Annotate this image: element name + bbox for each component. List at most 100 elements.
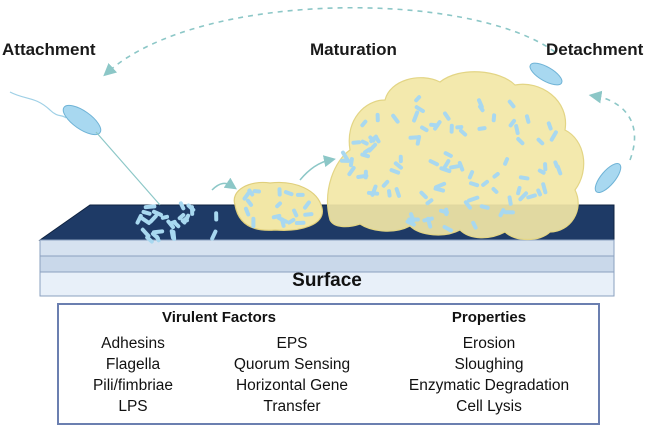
bacterium-cell — [408, 135, 421, 140]
bacterium-cell — [412, 110, 420, 123]
bacterium-cell — [420, 125, 429, 133]
bacterium-cell — [294, 220, 306, 226]
bacterium-cell — [518, 175, 530, 181]
progress-arrow-2 — [299, 155, 336, 181]
bacterium-cell — [449, 123, 454, 134]
bacterium-cell — [292, 208, 299, 218]
bacterium-cell — [444, 207, 449, 217]
bacterium-cell — [148, 214, 158, 224]
bacterium-cell — [407, 217, 420, 222]
bacterium-cell — [419, 190, 428, 200]
bacterium-cell — [251, 216, 256, 229]
bacterium-cell — [507, 99, 516, 109]
bacterium-cell — [140, 227, 151, 238]
bacterium-cell — [271, 213, 282, 220]
bacterium-cell — [369, 134, 379, 144]
bacterium-cell — [537, 168, 546, 175]
bacterium-cell — [356, 173, 369, 179]
bacterium-cell — [433, 186, 446, 193]
bacterium-cell — [457, 160, 465, 172]
bacterium-cell — [303, 212, 314, 217]
virulent-factors-list-left: Adhesins Flagella Pili/fimbriae LPS — [73, 333, 193, 417]
mature-biofilm — [326, 71, 585, 241]
bacterium-cell — [303, 200, 311, 210]
bacterium-cell — [468, 181, 480, 188]
bacterium-cell — [166, 219, 175, 230]
bacterium-cell — [243, 206, 251, 217]
bacterium-cell — [351, 140, 362, 145]
bacterium-cell — [443, 111, 451, 121]
bacterium-cell — [536, 188, 542, 197]
stage-label-detachment: Detachment — [546, 40, 644, 59]
bacterium-cell — [422, 216, 434, 223]
bacterium-cell — [151, 229, 165, 235]
bacterium-cell — [491, 187, 499, 194]
biofilm-lifecycle-diagram — [9, 6, 636, 297]
bacterium-cell — [180, 218, 189, 223]
bacterium-cell — [476, 98, 484, 109]
bacterium-cell — [287, 217, 296, 225]
bacterium-cell — [275, 201, 283, 209]
detach-arrow — [588, 90, 636, 161]
bacterium-cell — [178, 201, 186, 211]
bacterium-cell — [414, 95, 422, 103]
bacterium-cell — [389, 168, 401, 175]
bacterium-cell — [458, 128, 468, 137]
bacterium-cell — [516, 137, 525, 146]
bacterium-cell — [467, 170, 475, 180]
bacterium-cell — [245, 198, 254, 207]
properties-list: Erosion Sloughing Enzymatic Degradation … — [389, 333, 589, 417]
bacterium-cell — [252, 189, 261, 194]
bacterium-cell — [347, 165, 356, 177]
bacterium-cell — [492, 172, 500, 179]
bacterium-cell — [160, 214, 170, 220]
bacterium-cell — [171, 230, 177, 241]
bacterium-cell — [135, 213, 143, 225]
bacterium-cell — [503, 157, 510, 166]
bacterium-cell — [518, 191, 529, 202]
bacterium-cell — [514, 124, 520, 136]
stage-label-attachment: Attachment — [2, 40, 96, 59]
bacterium-cell — [405, 219, 416, 227]
bacterium-cell — [433, 120, 442, 131]
bacterium-cell — [463, 200, 472, 210]
bacterium-cell — [507, 195, 513, 206]
bacterium-cell — [247, 188, 255, 197]
bacterium-cell — [295, 192, 305, 197]
bacterium-cell — [455, 125, 464, 130]
virulent-factors-list-right: EPS Quorum Sensing Horizontal Gene Trans… — [217, 333, 367, 417]
bacterium-cell — [425, 198, 434, 206]
bacterium-cell — [210, 229, 218, 241]
bacterium-cell — [526, 193, 537, 200]
bacterium-cell — [467, 195, 480, 203]
bacterium-cell — [491, 113, 497, 123]
bacterium-cell — [154, 234, 161, 243]
bacterium-cell — [441, 159, 451, 171]
bacterium-cell — [360, 119, 368, 128]
bacterium-cell — [443, 151, 453, 158]
bacterium-cell — [479, 204, 490, 210]
bacterium-cell — [442, 225, 453, 233]
bacterium-cell — [143, 204, 157, 210]
property-item: Sloughing — [454, 356, 524, 373]
attached-bacteria-cluster — [135, 201, 219, 244]
bacterium-cell — [348, 157, 354, 168]
progress-arrow-1 — [211, 177, 237, 191]
info-box: Virulent Factors Properties Adhesins Fla… — [57, 303, 600, 425]
cycle-arrow — [103, 6, 556, 77]
attaching-bacterium — [9, 91, 161, 206]
bacterium-cell — [471, 220, 478, 230]
bacterium-cell — [541, 182, 548, 195]
bacterium-cell — [141, 209, 152, 216]
bacterium-cell — [283, 190, 294, 197]
bacterium-cell — [428, 159, 440, 167]
bacterium-cell — [546, 121, 553, 131]
bacterium-cell — [498, 208, 506, 218]
bacterium-cell — [151, 209, 163, 217]
bacterium-cell — [340, 150, 350, 162]
factor-item: Pili/fimbriae — [92, 377, 174, 394]
bacterium-cell — [189, 205, 195, 216]
property-item: Enzymatic Degradation — [408, 377, 570, 394]
bacterium-cell — [549, 130, 558, 142]
bacterium-cell — [391, 113, 400, 124]
